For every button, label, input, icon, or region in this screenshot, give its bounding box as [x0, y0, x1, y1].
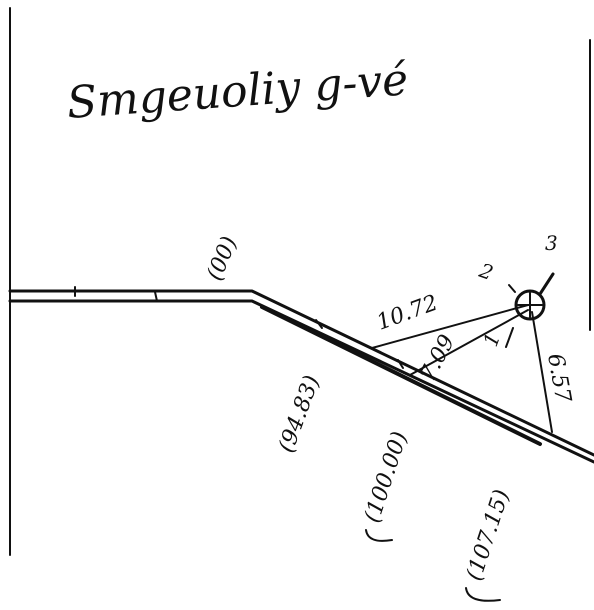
point-label-3: 3 — [545, 231, 558, 255]
offset-line-7-09 — [409, 309, 529, 376]
chainage-bracket-107-15 — [465, 587, 501, 602]
point-1-leader — [505, 327, 514, 348]
station-tick — [397, 359, 404, 369]
sketch-title: Smgeuoliy g-vé — [65, 54, 410, 129]
station-tick — [154, 291, 158, 302]
point-2-leader — [508, 284, 516, 293]
distance-label-7-09: 7.09 — [415, 331, 460, 386]
chainage-label-94-83: (94.83) — [274, 372, 325, 456]
road-edge-lower — [8, 299, 594, 464]
road-edge-upper — [8, 289, 594, 457]
point-label-1: 1 — [478, 330, 505, 350]
distance-label-10-72: 10.72 — [374, 291, 442, 336]
offset-line-6-57 — [531, 311, 553, 433]
chainage-label-100-00: (100.00) — [360, 429, 413, 526]
point-3-leader — [538, 272, 555, 296]
chainage-bracket-100-00 — [365, 529, 393, 542]
chainage-label-107-15: (107.15) — [462, 487, 515, 584]
chainage-label-bend: (00) — [202, 233, 242, 284]
road-edge-inner — [260, 305, 542, 446]
offset-line-10-72 — [371, 304, 529, 349]
point-label-2: 2 — [475, 258, 496, 285]
station-tick — [315, 319, 323, 329]
survey-point-marker — [514, 289, 546, 321]
